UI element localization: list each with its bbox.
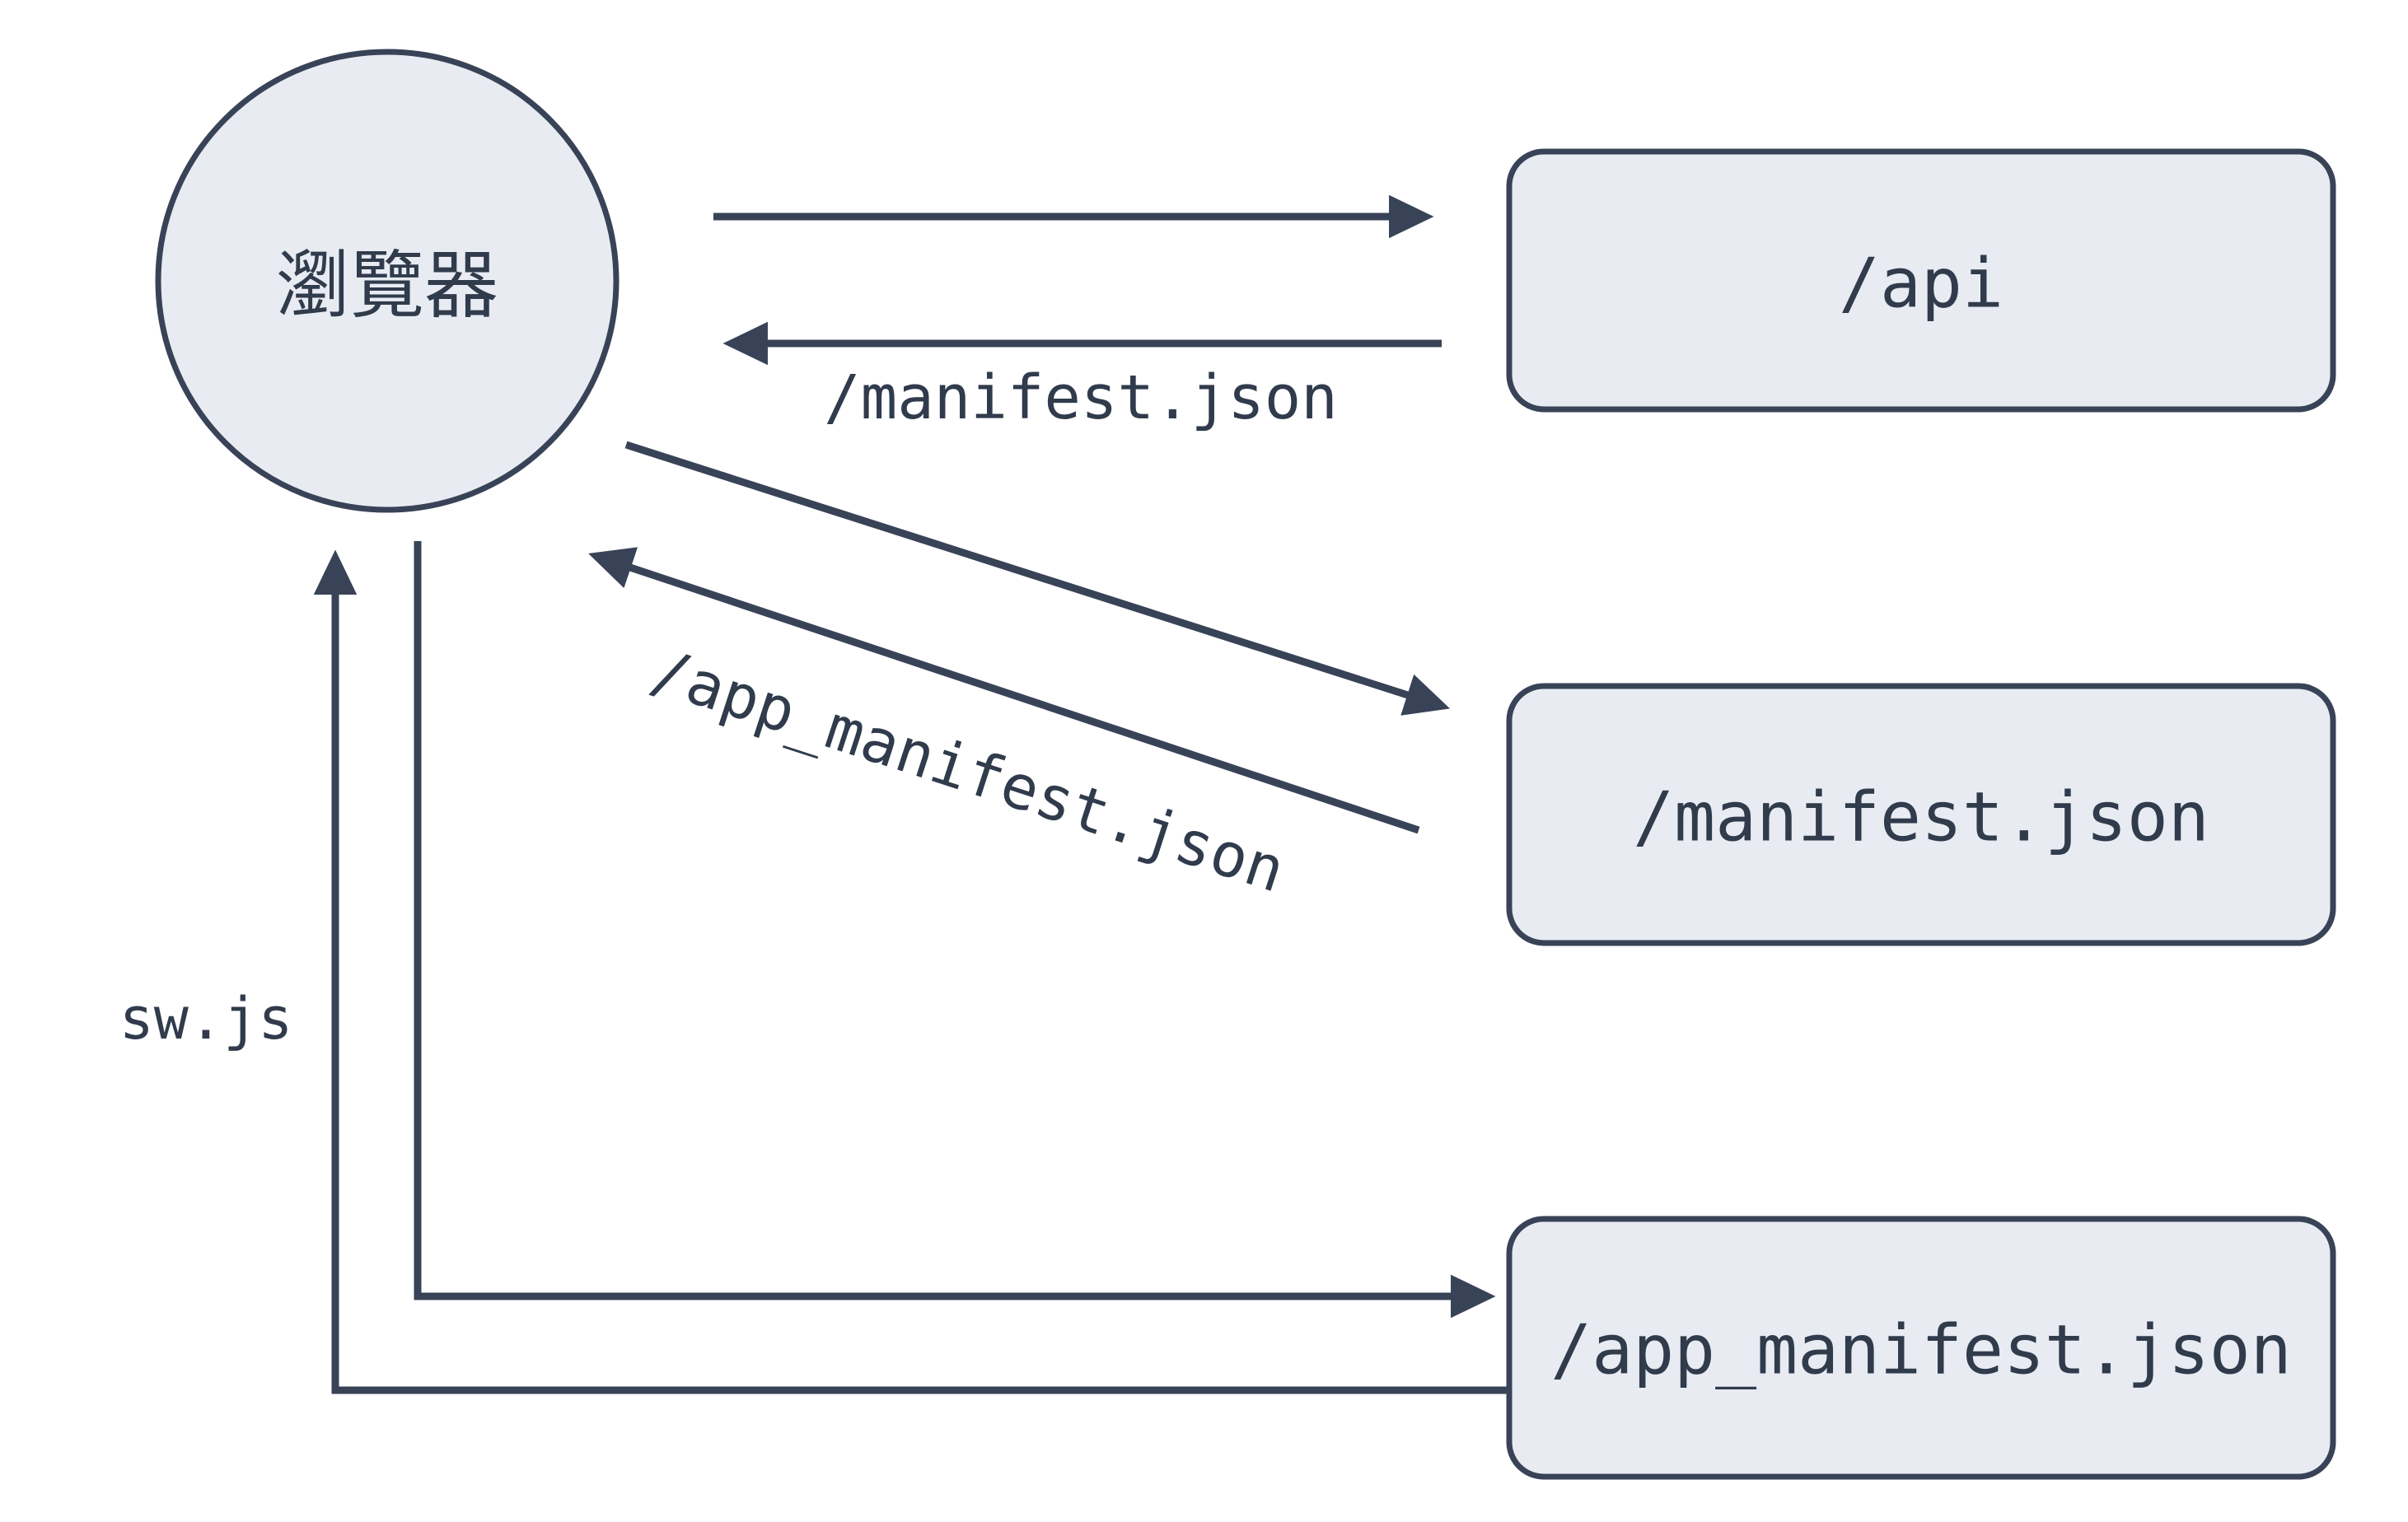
- node-app-manifest: /app_manifest.json: [1506, 1216, 2336, 1480]
- edge-label-app-manifest-json: /app_manifest.json: [643, 635, 1293, 907]
- api-node-box: [1506, 148, 2336, 413]
- edge-label-manifest-json: /manifest.json: [824, 362, 1338, 433]
- node-browser: 瀏覽器: [155, 49, 620, 513]
- edge-app-manifest-to-browser: [313, 549, 1509, 1394]
- edge-label-sw-js: sw.js: [119, 985, 293, 1053]
- edge-manifest-to-browser: [588, 547, 1420, 834]
- node-manifest: /manifest.json: [1506, 683, 2336, 946]
- manifest-node-label: /manifest.json: [1633, 777, 2209, 857]
- app-manifest-node-box: [1506, 1216, 2336, 1480]
- app-manifest-node-label: /app_manifest.json: [1550, 1310, 2291, 1390]
- edge-browser-to-manifest: [624, 441, 1451, 716]
- browser-node-circle: [155, 49, 620, 513]
- edge-browser-to-app-manifest: [414, 541, 1496, 1319]
- node-api: /api: [1506, 148, 2336, 413]
- api-node-label: /api: [1839, 244, 2004, 324]
- browser-node-label: 瀏覽器: [276, 243, 498, 329]
- manifest-node-box: [1506, 683, 2336, 946]
